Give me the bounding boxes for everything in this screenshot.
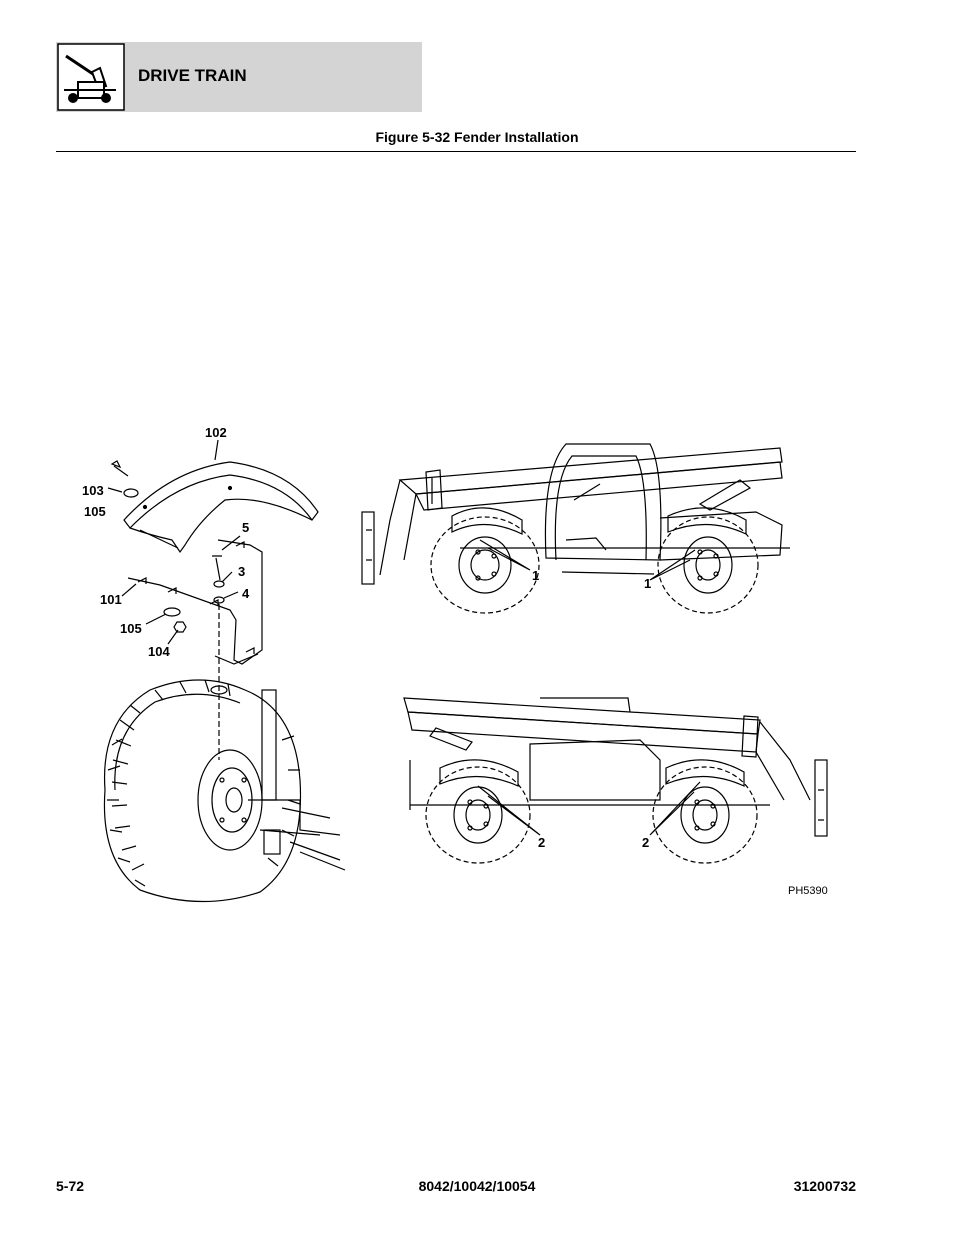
model-numbers: 8042/10042/10054 xyxy=(418,1178,536,1194)
callout-102: 102 xyxy=(205,425,227,440)
page-number: 5-72 xyxy=(56,1178,85,1194)
machine-side-view-upper xyxy=(361,443,790,614)
header-divider xyxy=(56,151,856,152)
callout-2-rear: 2 xyxy=(642,835,649,850)
callout-105-upper: 105 xyxy=(84,504,106,519)
drive-train-cart-icon xyxy=(56,42,126,112)
document-number: 31200732 xyxy=(793,1178,856,1194)
callout-103: 103 xyxy=(82,483,104,498)
callout-101: 101 xyxy=(100,592,122,607)
callout-104: 104 xyxy=(148,644,170,659)
section-title: DRIVE TRAIN xyxy=(138,66,247,85)
callout-4: 4 xyxy=(242,586,250,601)
callout-3: 3 xyxy=(238,564,245,579)
section-header-band: DRIVE TRAIN xyxy=(56,42,422,112)
callout-5: 5 xyxy=(242,520,249,535)
callout-1-rear: 1 xyxy=(644,576,651,591)
photo-code: PH5390 xyxy=(788,885,828,897)
machine-side-view-lower xyxy=(403,697,828,864)
figure-caption: Figure 5-32 Fender Installation xyxy=(375,129,579,145)
callout-105-lower: 105 xyxy=(120,621,142,636)
callout-2-front: 2 xyxy=(538,835,545,850)
exploded-fender-assembly xyxy=(103,460,346,903)
callout-1-front: 1 xyxy=(532,568,539,583)
